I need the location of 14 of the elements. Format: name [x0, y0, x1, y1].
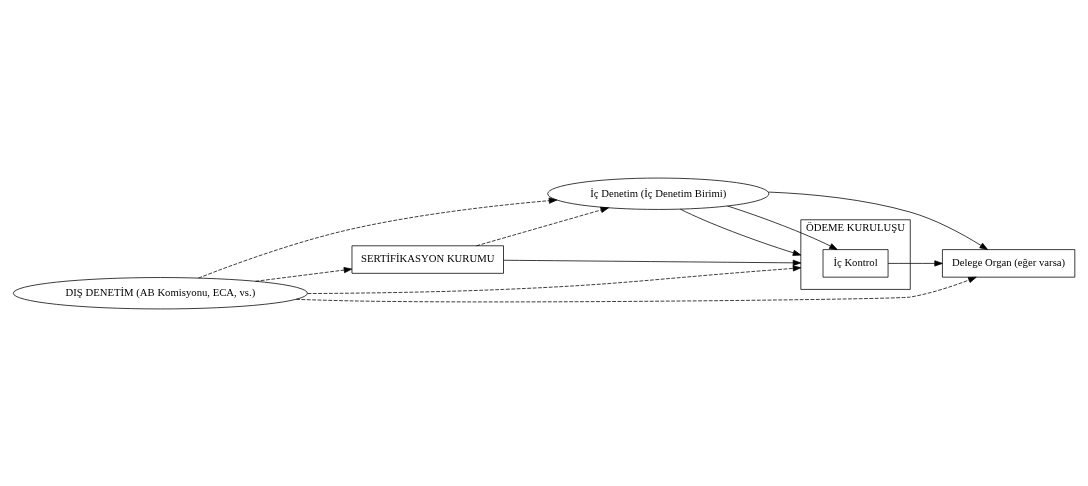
arrow — [767, 191, 988, 250]
node-box: İç Kontrol — [822, 248, 889, 278]
arrow — [887, 259, 943, 266]
node-box: Delege Organ (eğer varsa) — [942, 248, 1076, 278]
arrow — [680, 208, 802, 256]
node-box: SERTİFİKASYON KURUMU — [351, 244, 504, 274]
arrow — [307, 264, 802, 294]
arrow — [503, 259, 802, 266]
arrow — [198, 197, 558, 278]
arrow — [255, 266, 353, 282]
node-ellipse: DIŞ DENETİM (AB Komisyonu, ECA, vs.) — [12, 276, 308, 309]
arrow — [476, 206, 609, 246]
arrow — [727, 205, 838, 250]
arrow — [295, 276, 977, 302]
